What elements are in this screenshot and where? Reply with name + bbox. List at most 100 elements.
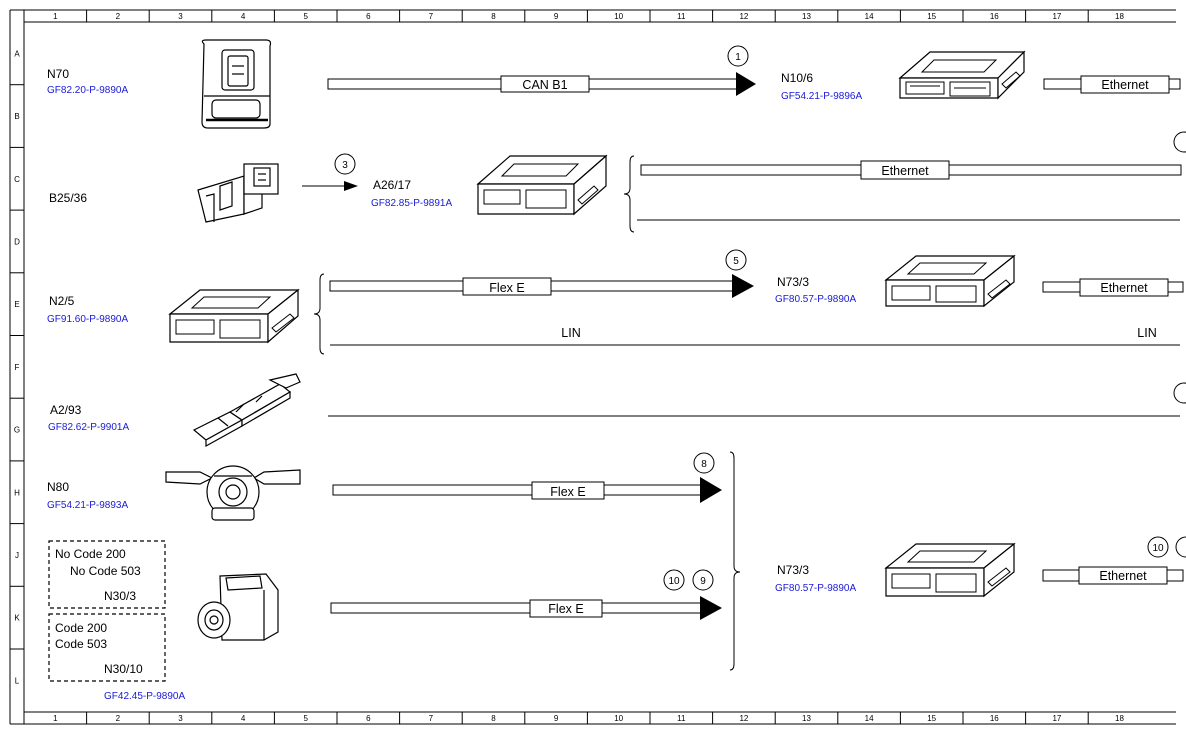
column-label: 4 [241,12,246,21]
column-label: 2 [116,714,121,723]
row-label: D [14,237,20,246]
column-label: 5 [303,714,308,723]
n30-box2-name: N30/10 [104,662,143,676]
lin-label-2: LIN [1137,326,1156,340]
bracket-row-e [313,273,325,355]
column-label: 15 [927,12,936,21]
ethernet-label-1: Ethernet [1101,78,1149,92]
a26-17-ecu-icon [476,154,608,216]
ref-a26-17[interactable]: GF82.85-P-9891A [371,198,452,209]
column-label: 3 [178,714,183,723]
ref-n73-3-top[interactable]: GF80.57-P-9890A [775,294,856,305]
marker-10-b[interactable]: 10 [1147,536,1169,558]
flex-e-label-2: Flex E [550,485,585,499]
can-b1-label: CAN B1 [522,78,567,92]
label-n2-5: N2/5 [49,294,75,308]
row-label: C [14,175,20,184]
n73-3-bottom-ecu-icon [884,542,1016,598]
column-label: 4 [241,714,246,723]
ethernet-label-3: Ethernet [1100,281,1148,295]
n30-box1-line1: No Code 200 [55,547,126,561]
flex-e-label-1: Flex E [489,281,524,295]
label-n70: N70 [47,67,69,81]
n10-6-ecu-icon [898,50,1026,100]
row-label: F [15,363,20,372]
marker-1[interactable]: 1 [727,45,749,67]
ref-n10-6[interactable]: GF54.21-P-9896A [781,91,862,102]
flex-e-line-2: Flex E [332,477,722,503]
column-label: 2 [116,12,121,21]
ethernet-label-4: Ethernet [1099,569,1147,583]
marker-5[interactable]: 5 [725,249,747,271]
column-grid: 1122334455667788991010111112121313141415… [23,10,1124,724]
n30-box2-line2: Code 503 [55,637,107,651]
column-label: 6 [366,714,371,723]
flex-e-line-1: Flex E [329,274,754,298]
row-label: B [14,112,19,121]
column-label: 16 [990,714,999,723]
n30-variant-box-1: No Code 200 No Code 503 N30/3 [48,540,166,609]
svg-text:1: 1 [735,52,741,63]
ref-a2-93[interactable]: GF82.62-P-9901A [48,422,129,433]
n30-camera-icon [197,573,279,641]
ref-n80[interactable]: GF54.21-P-9893A [47,500,128,511]
n30-box2-line1: Code 200 [55,621,107,635]
n70-overhead-panel-icon [201,39,272,129]
marker-offpage-1 [1173,131,1186,153]
column-label: 10 [614,12,623,21]
label-a26-17: A26/17 [373,178,411,192]
column-label: 1 [53,714,58,723]
label-a2-93: A2/93 [50,403,82,417]
row-label: A [14,49,20,58]
ref-n30[interactable]: GF42.45-P-9890A [104,691,185,702]
ethernet-line-3: Ethernet [1042,278,1184,297]
b25-36-arrow [302,181,358,191]
column-label: 1 [53,12,58,21]
marker-offpage-2 [1173,382,1186,404]
label-n73-3-bottom: N73/3 [777,563,809,577]
n80-steering-module-icon [165,465,301,521]
column-label: 8 [491,12,496,21]
ethernet-label-2: Ethernet [881,164,929,178]
column-label: 3 [178,12,183,21]
ref-n73-3-bottom[interactable]: GF80.57-P-9890A [775,583,856,594]
column-label: 16 [990,12,999,21]
svg-text:10: 10 [668,576,680,587]
n73-3-top-ecu-icon [884,254,1016,308]
column-label: 14 [865,714,874,723]
frame [9,9,1176,725]
column-label: 11 [677,12,686,21]
ref-n70[interactable]: GF82.20-P-9890A [47,85,128,96]
row-label: J [15,551,19,560]
column-label: 15 [927,714,936,723]
column-label: 12 [739,714,748,723]
column-label: 7 [429,714,434,723]
column-label: 13 [802,12,811,21]
marker-8[interactable]: 8 [693,452,715,474]
row-label: H [14,488,20,497]
svg-text:10: 10 [1152,543,1164,554]
column-label: 11 [677,714,686,723]
svg-text:8: 8 [701,459,707,470]
column-label: 17 [1052,714,1061,723]
marker-10-a[interactable]: 10 [663,569,685,591]
label-n73-3-top: N73/3 [777,275,809,289]
lin-label-1: LIN [561,326,580,340]
column-label: 10 [614,714,623,723]
column-label: 18 [1115,714,1124,723]
marker-offpage-3 [1175,536,1186,558]
ref-n2-5[interactable]: GF91.60-P-9890A [47,314,128,325]
ethernet-line-1: Ethernet [1043,75,1181,94]
column-label: 18 [1115,12,1124,21]
row-label: E [14,300,19,309]
bracket-row-c [623,155,635,233]
can-b1-line: CAN B1 [327,72,756,96]
column-label: 14 [865,12,874,21]
marker-9[interactable]: 9 [692,569,714,591]
marker-3[interactable]: 3 [334,153,356,175]
column-label: 7 [429,12,434,21]
label-n80: N80 [47,480,69,494]
